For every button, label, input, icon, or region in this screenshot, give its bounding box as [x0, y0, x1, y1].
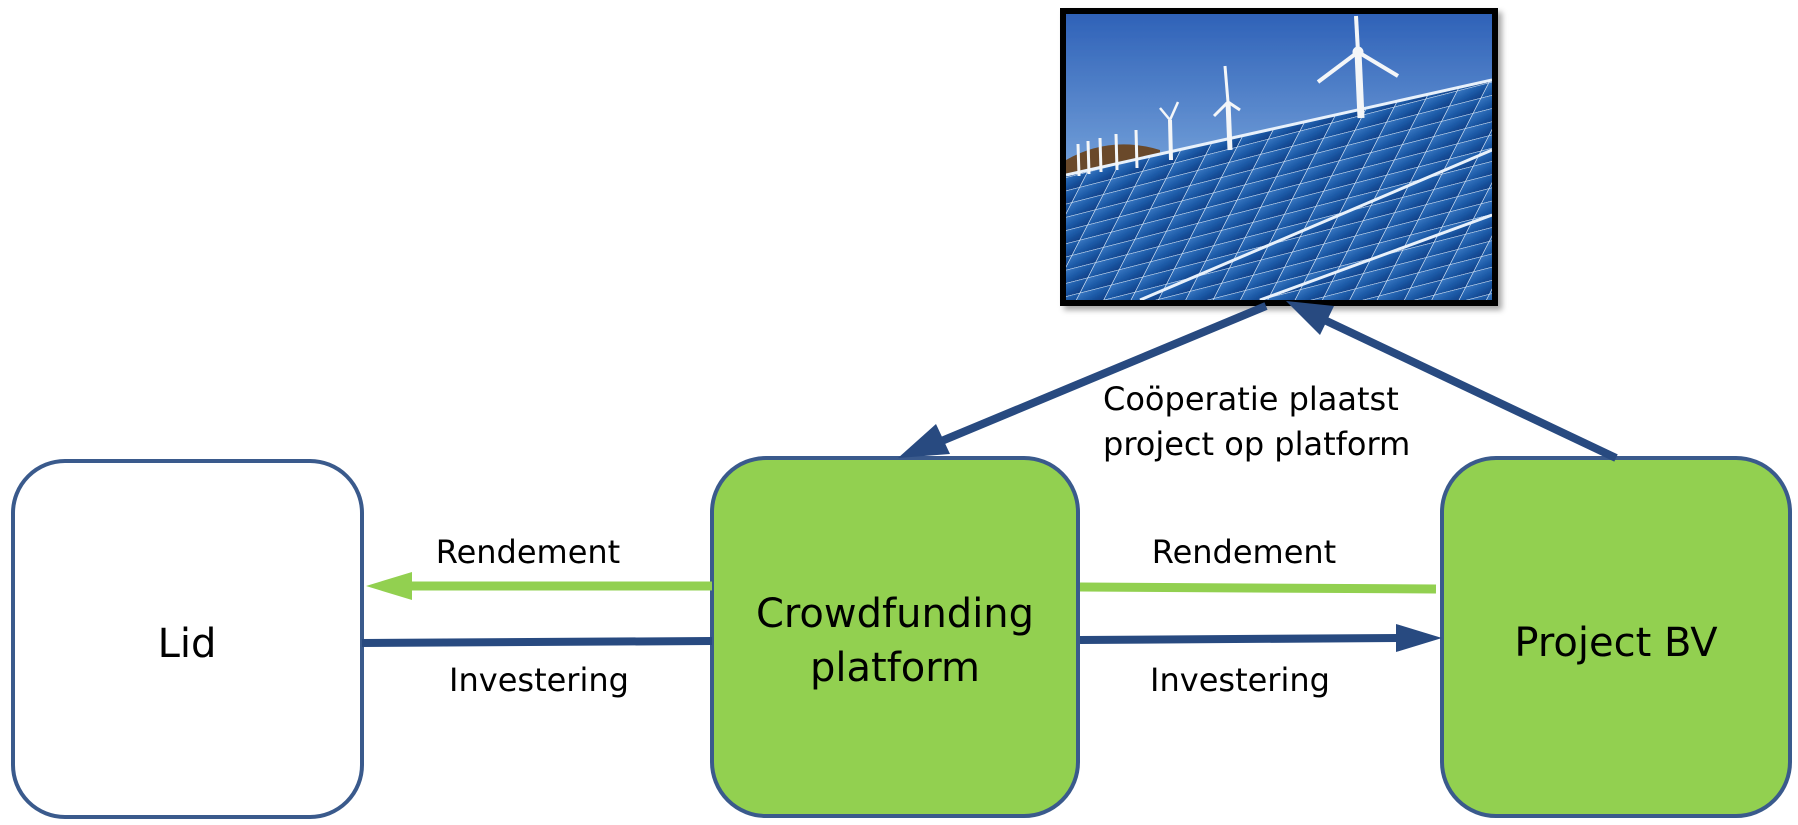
wind-turbine-icon: [1212, 65, 1241, 151]
node-lid: Lid: [11, 459, 364, 819]
edge-right-rendement: [1079, 582, 1437, 594]
node-crowdfunding-label-line2: platform: [810, 645, 980, 691]
solar-panel-icon: [1066, 80, 1492, 300]
arrow-head-left-icon: [366, 572, 412, 600]
wind-turbine-icon: [1076, 129, 1139, 177]
label-left-investering: Investering: [449, 661, 629, 699]
label-left-rendement: Rendement: [436, 533, 620, 571]
label-right-investering: Investering: [1150, 661, 1330, 699]
solar-wind-photo: [1060, 8, 1498, 306]
edge-left-investering: [361, 637, 713, 647]
arrow-head-diagonal-icon: [898, 424, 950, 458]
node-crowdfunding-platform: Crowdfunding platform: [710, 456, 1080, 818]
edge-right-investering: [1079, 624, 1442, 652]
node-lid-label: Lid: [158, 621, 217, 667]
label-cooperatie-line1: Coöperatie plaatst: [1103, 380, 1399, 418]
edge-left-rendement: [366, 572, 712, 600]
edge-photo-to-crowdfunding: [898, 302, 1268, 458]
label-cooperatie-line2: project op platform: [1103, 425, 1410, 463]
wind-turbine-icon: [1316, 15, 1400, 119]
arrow-head-diagonal-icon: [1286, 301, 1334, 335]
node-project-label: Project BV: [1514, 620, 1718, 666]
wind-turbine-icon: [1159, 101, 1180, 161]
arrow-head-right-icon: [1396, 624, 1442, 652]
edge-project-to-photo: [1286, 301, 1618, 462]
node-crowdfunding-label-line1: Crowdfunding: [756, 591, 1034, 637]
node-project-bv: Project BV: [1440, 456, 1792, 818]
label-right-rendement: Rendement: [1152, 533, 1336, 571]
